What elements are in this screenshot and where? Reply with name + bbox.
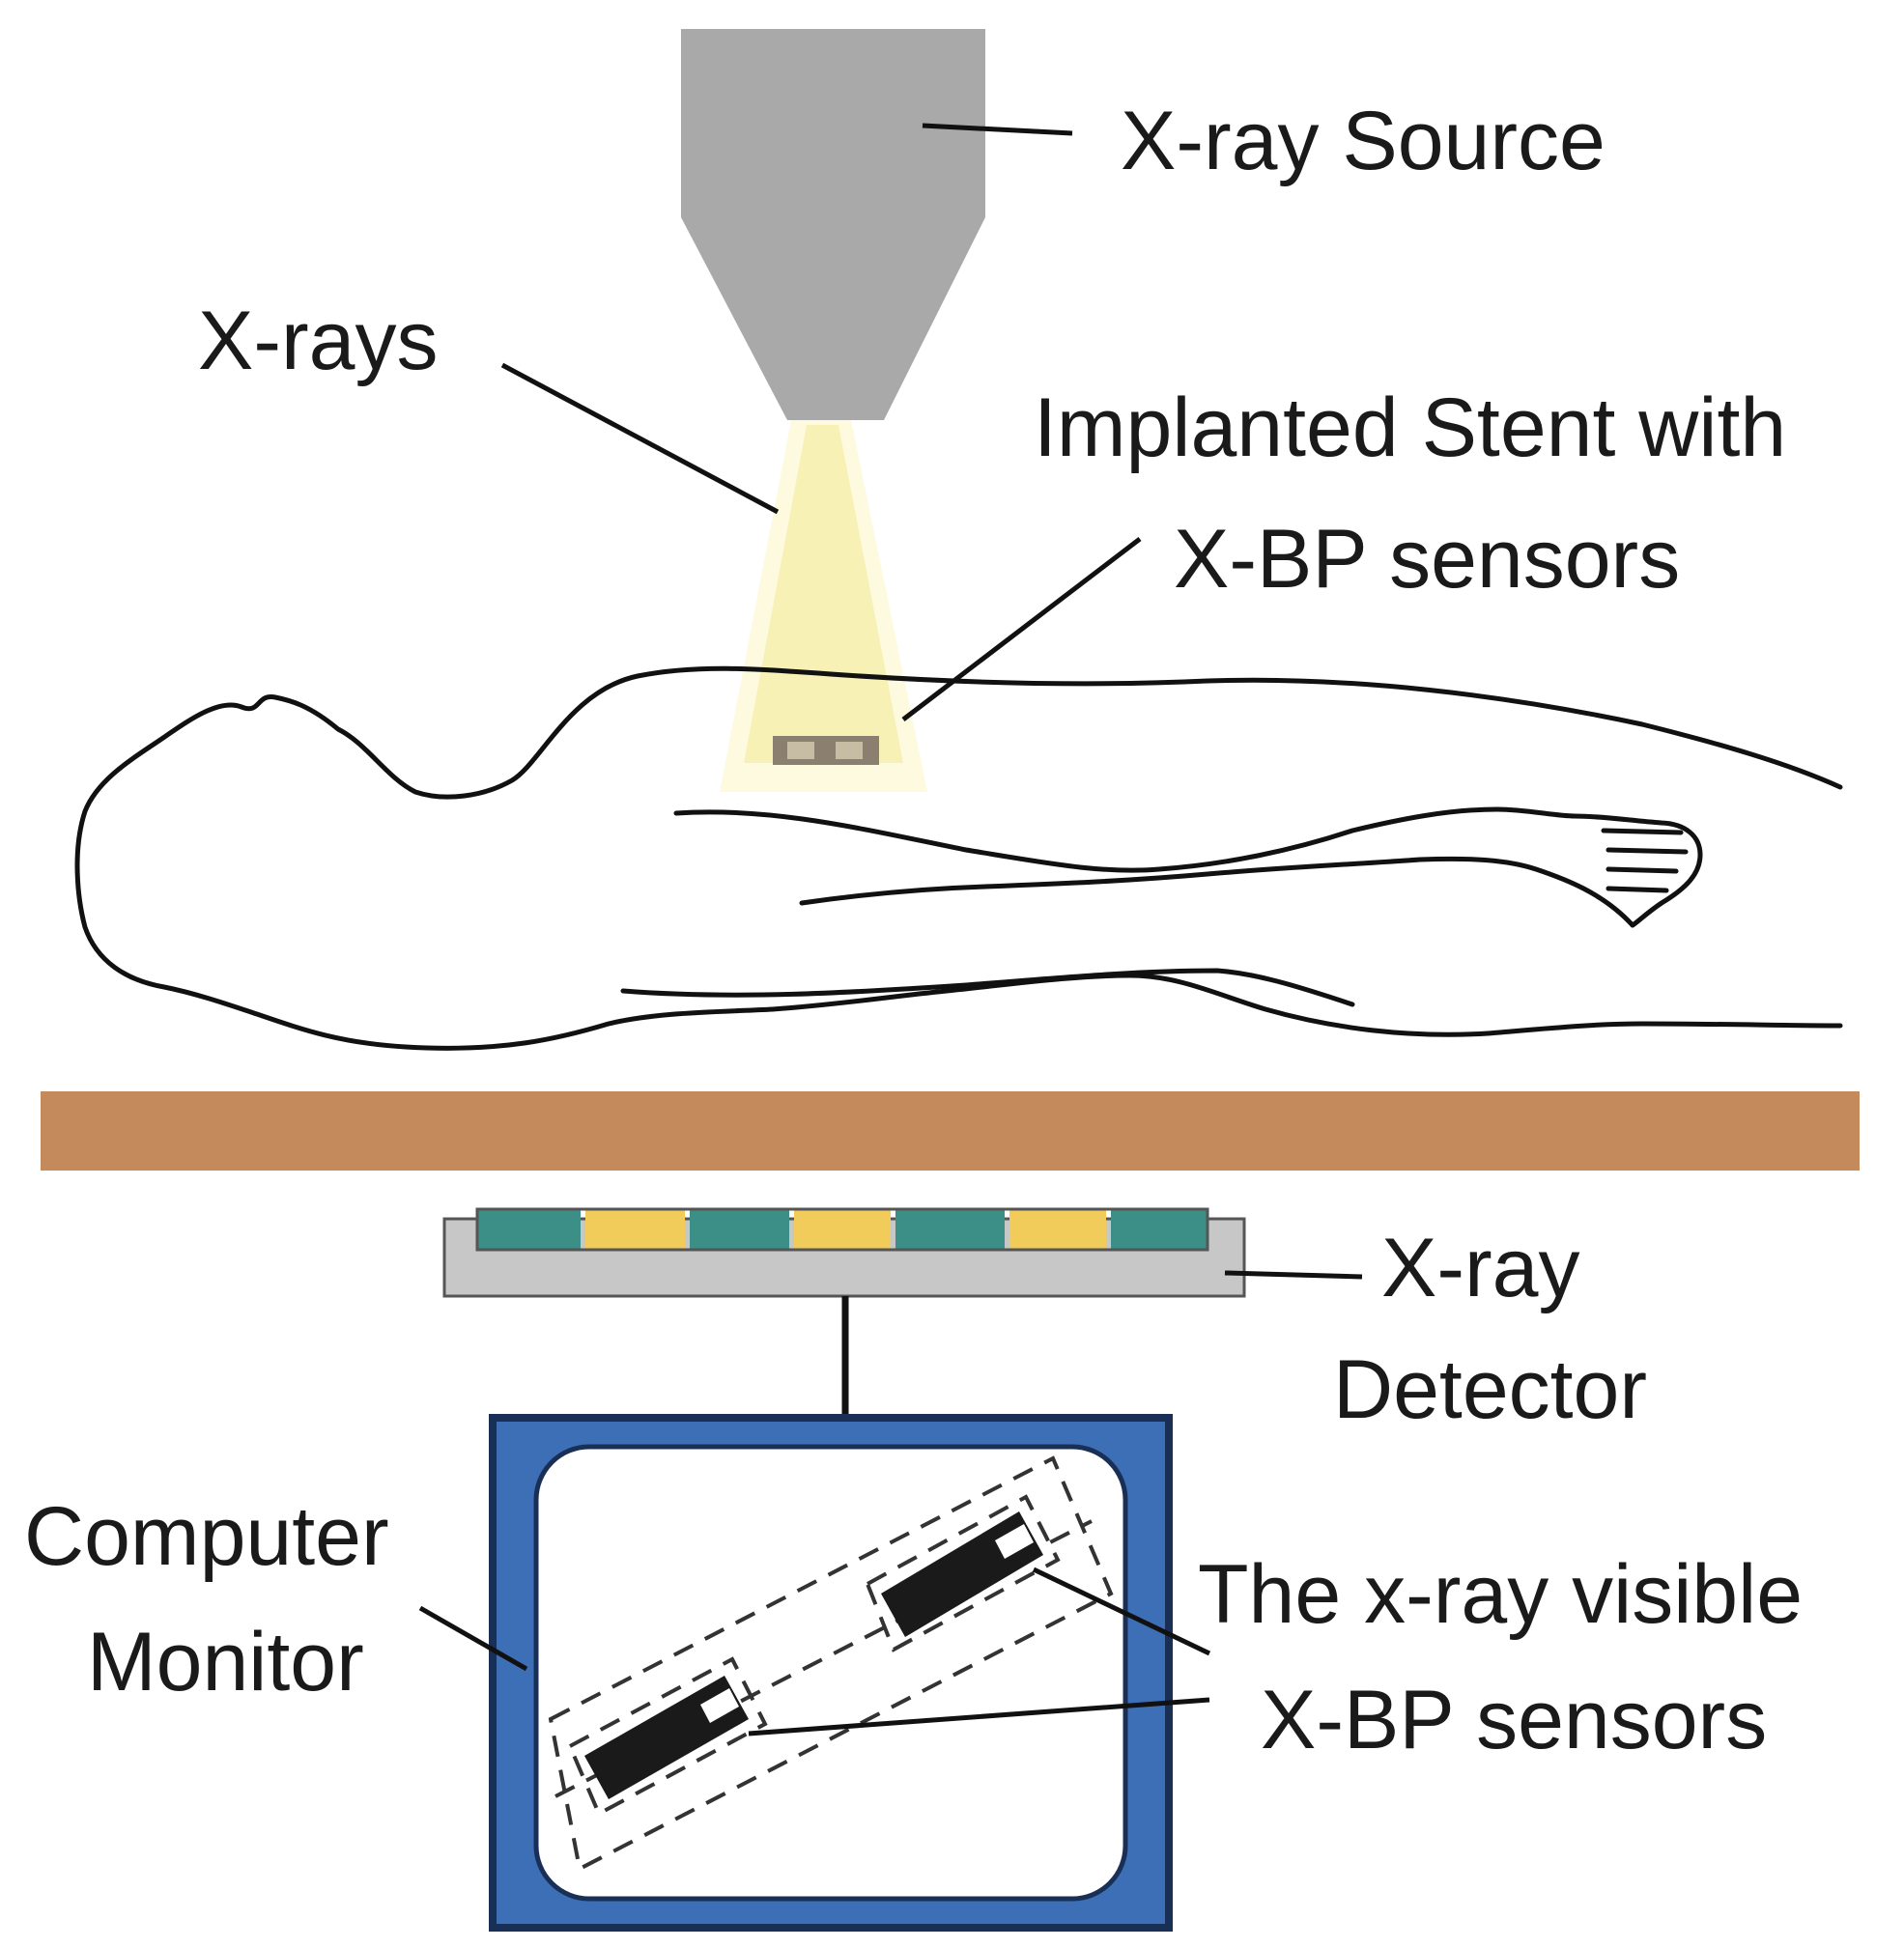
xray-beam [720,415,927,792]
screen-sensor-upper-dashbox [865,1494,1061,1652]
patient-hand [1572,813,1703,928]
screen-sensor-lower-window [700,1688,739,1723]
label-xray-source: X-ray Source [1121,95,1606,187]
label-visible-line2: X-BP sensors [1261,1674,1767,1766]
implanted-stent [773,736,879,765]
screen-stent-outline [548,1455,1114,1873]
detector-cell-6 [1009,1209,1106,1250]
leader-visible-sensor-upper [1032,1567,1211,1656]
patient-arm-upper-line [673,806,1577,873]
label-stent-line1: Implanted Stent with [1034,381,1786,474]
stent-highlight [787,742,814,759]
patient-finger-1 [1601,828,1684,835]
detector-cell-5 [895,1209,1005,1250]
label-stent-line2: X-BP sensors [1174,513,1680,606]
patient-finger-4 [1606,886,1669,893]
label-visible-line1: The x-ray visible [1198,1548,1803,1641]
leader-detector [1224,1270,1363,1280]
patient-table [41,1091,1860,1171]
detector-cell-7 [1111,1209,1208,1250]
leader-stent [901,537,1142,721]
label-monitor-line2: Monitor [87,1616,364,1708]
leader-xrays [500,362,780,515]
screen-sensor-lower-dashbox [567,1656,768,1817]
stent-highlight-2 [836,742,863,759]
label-detector-line1: X-ray [1381,1222,1579,1314]
computer-monitor [489,1414,1173,1932]
xray-detector [442,1207,1246,1298]
detector-cell-1 [477,1209,581,1250]
patient-finger-3 [1606,866,1679,874]
detector-cell-3 [690,1209,789,1250]
xray-source-tube [681,29,985,420]
detector-cell-4 [794,1209,891,1250]
monitor-screen [533,1444,1128,1902]
label-monitor-line1: Computer [24,1490,389,1583]
leader-monitor [418,1605,528,1672]
patient-arm-lower-line [799,856,1635,928]
label-xrays: X-rays [198,295,438,387]
patient-silhouette [74,665,1843,1051]
detector-cell-outline [475,1207,1209,1252]
label-detector-line2: Detector [1333,1343,1647,1436]
leader-xray-source [922,123,1073,136]
leader-visible-sensor-lower [748,1697,1210,1736]
patient-leg-line [620,968,1355,1007]
screen-sensor-upper-window [995,1524,1034,1559]
patient-finger-2 [1606,847,1689,855]
patient-back-outline [74,665,1843,1051]
detector-cell-2 [585,1209,685,1250]
